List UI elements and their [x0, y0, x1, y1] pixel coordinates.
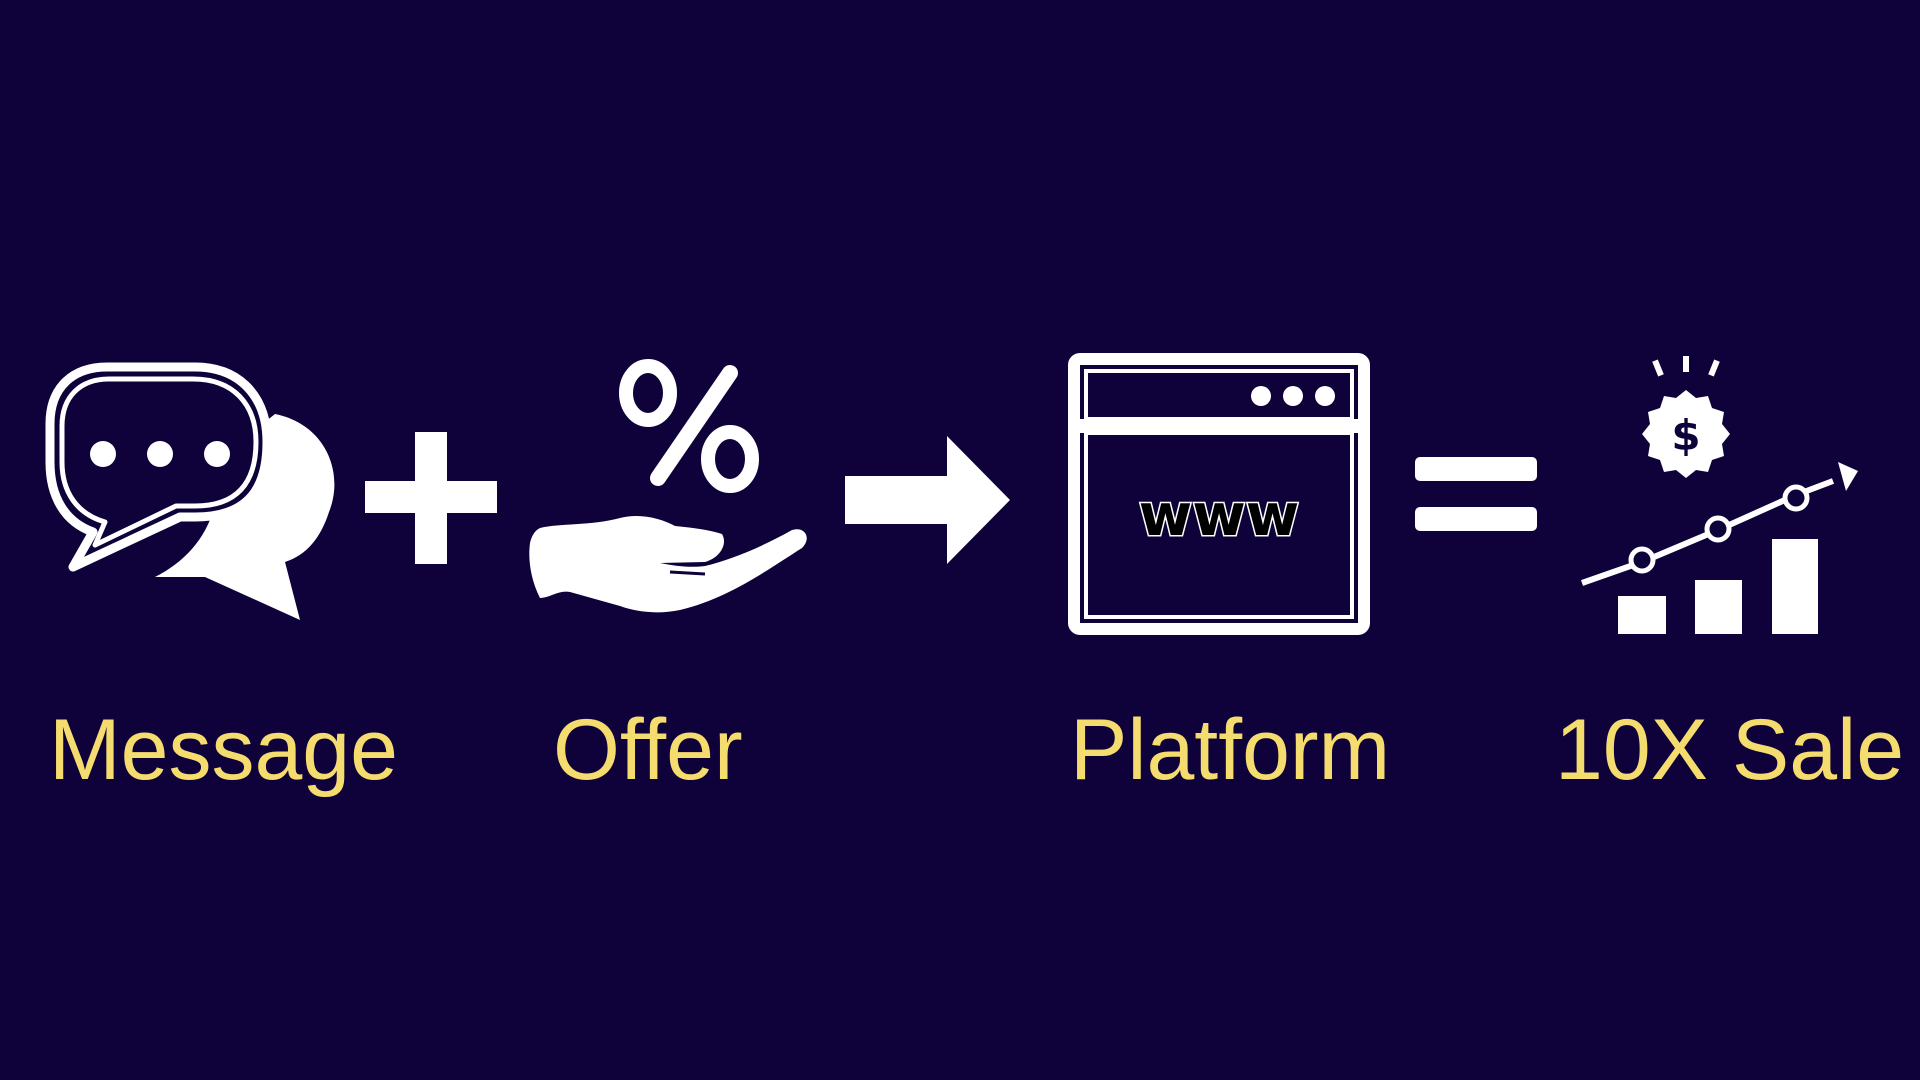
browser-window-icon [1068, 353, 1370, 635]
step-label-message: Message [49, 702, 398, 798]
plus-icon [365, 432, 497, 564]
sales-growth-icon [1578, 354, 1863, 636]
equals-icon [1415, 457, 1537, 531]
step-label-platform: Platform [1070, 702, 1391, 798]
step-label-offer: Offer [553, 702, 743, 798]
dollar-sign-text: $ [1671, 411, 1701, 460]
step-label-10x-sale: 10X Sale [1555, 702, 1905, 798]
www-text: www [1137, 480, 1301, 551]
hand-percent-icon [529, 358, 812, 620]
arrow-right-icon [845, 436, 1010, 564]
chat-bubbles-icon [45, 362, 337, 624]
